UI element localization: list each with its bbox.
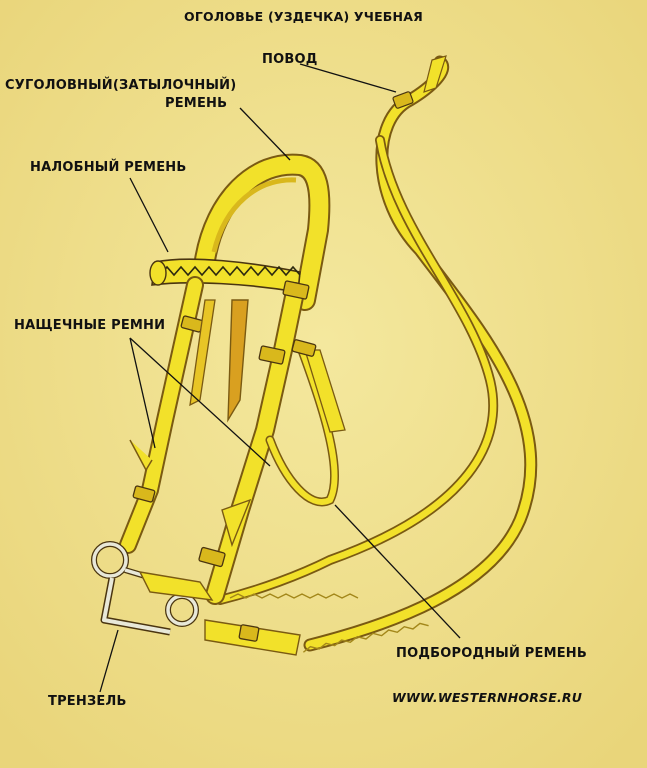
label-snaffle: ТРЕНЗЕЛЬ bbox=[48, 694, 127, 709]
label-cheek-straps: НАЩЕЧНЫЕ РЕМНИ bbox=[14, 318, 165, 333]
diagram-title: ОГОЛОВЬЕ (УЗДЕЧКА) УЧЕБНАЯ bbox=[184, 9, 423, 24]
website-credit: WWW.WESTERNHORSE.RU bbox=[392, 690, 582, 705]
label-chin-strap: ПОДБОРОДНЫЙ РЕМЕНЬ bbox=[396, 646, 587, 661]
label-headstall-line1: СУГОЛОВНЫЙ(ЗАТЫЛОЧНЫЙ) bbox=[5, 78, 236, 93]
rein-buckle bbox=[239, 625, 259, 642]
label-headstall-line2: РЕМЕНЬ bbox=[165, 96, 227, 111]
label-rein: ПОВОД bbox=[262, 52, 317, 67]
label-browband: НАЛОБНЫЙ РЕМЕНЬ bbox=[30, 160, 186, 175]
